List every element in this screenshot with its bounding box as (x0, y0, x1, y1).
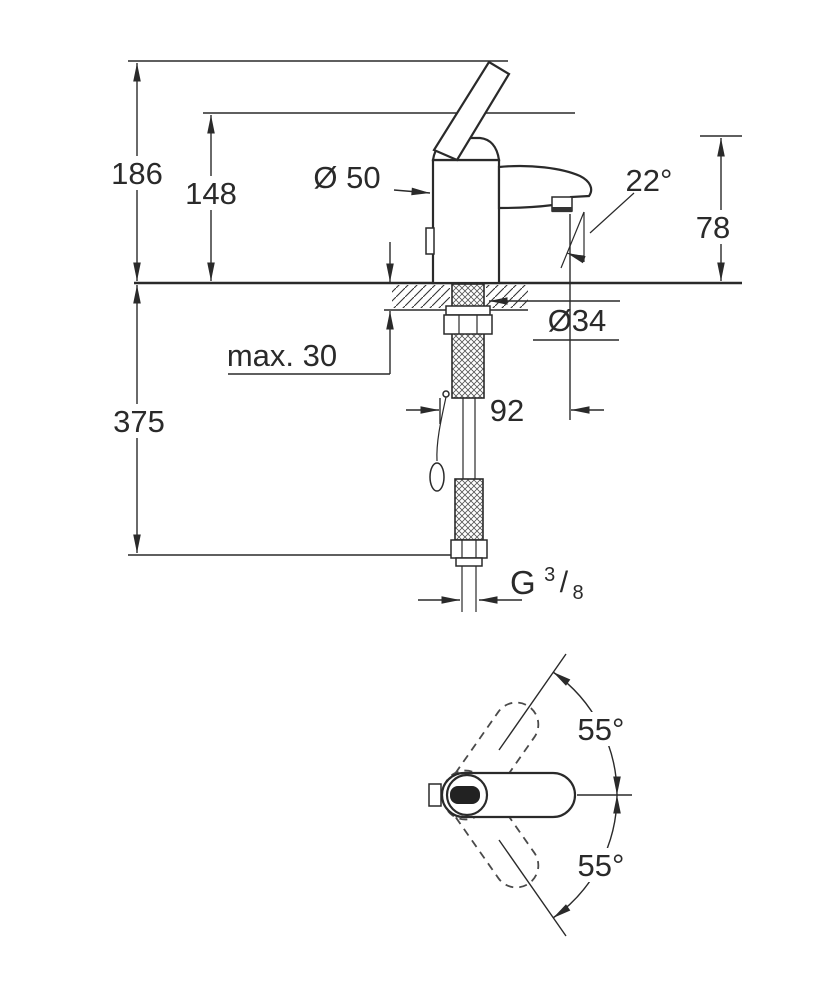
angle-leader-line (589, 192, 635, 234)
spout-angle-annotation (560, 192, 635, 269)
handle-front-tab (428, 783, 442, 807)
faucet-body (431, 158, 501, 285)
countertop-hatch-left (392, 285, 450, 308)
label-spout-angle: 22° (626, 163, 673, 198)
aerator-outlet (552, 207, 572, 212)
angle-arc (566, 252, 586, 264)
label-swing-angle-lower: 55° (578, 848, 625, 883)
dimension-lines-side-view (128, 60, 742, 604)
angle-flow-line (560, 211, 585, 269)
label-hole-diameter: Ø34 (548, 303, 607, 338)
countertop-hatch-right (486, 285, 528, 308)
mounting-washer (445, 305, 491, 316)
leader-line-diameter-50 (393, 187, 431, 196)
mounting-nut (443, 314, 493, 335)
swing-limit-line-lower (498, 839, 567, 937)
label-supply-length: 375 (113, 404, 165, 439)
pull-chain (429, 390, 450, 492)
lever-handle (432, 60, 511, 162)
hose-fitting-nut (450, 539, 488, 559)
handle-ghost-lower (442, 769, 540, 889)
threaded-shank (451, 283, 485, 399)
body-side-tab (425, 227, 435, 255)
chain-attachment (442, 390, 450, 398)
handle-top-view (428, 653, 632, 937)
label-swing-angle-upper: 55° (578, 712, 625, 747)
under-counter-assembly (443, 283, 493, 612)
label-base-diameter: Ø 50 (313, 160, 380, 195)
handle-ghost-upper (442, 701, 540, 821)
fitting-collar (455, 557, 483, 567)
label-spout-top-height: 148 (185, 176, 237, 211)
label-total-height: 186 (111, 156, 163, 191)
label-projection: 92 (490, 393, 524, 428)
chain-cord (436, 396, 447, 462)
label-outlet-height: 78 (696, 210, 730, 245)
label-max-mounting-thickness: max. 30 (227, 338, 337, 373)
braided-hose (454, 478, 484, 541)
handle-grip-inset (450, 786, 480, 804)
chain-bead (429, 462, 445, 492)
label-thread-size: G 3 / 8 (510, 564, 584, 604)
spout (497, 164, 593, 213)
dimension-labels: 186 148 Ø 50 22° 78 max. 30 Ø34 375 92 G… (108, 156, 736, 883)
faucet-side-view (425, 60, 593, 285)
swing-limit-line-upper (498, 653, 567, 751)
countertop-section (134, 281, 742, 311)
